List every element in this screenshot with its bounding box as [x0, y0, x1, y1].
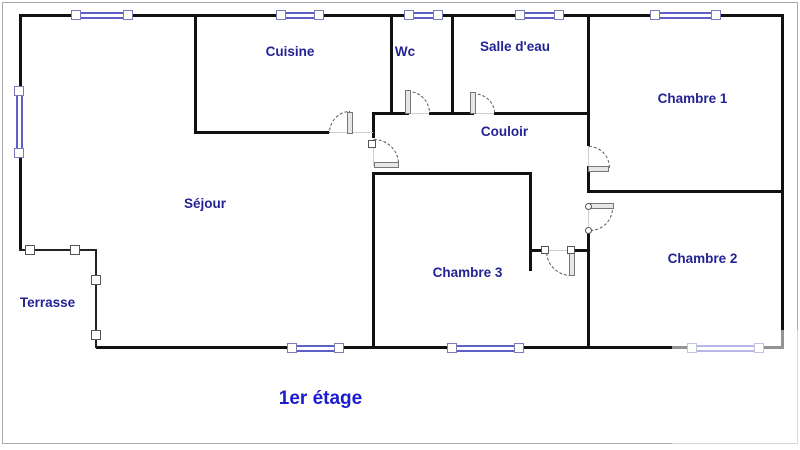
window-icon	[71, 10, 133, 21]
wall-couloir-top	[429, 112, 474, 115]
wall-chambre2-left	[587, 231, 590, 348]
wall-exterior-right	[781, 14, 784, 349]
terrasse-post-icon	[91, 275, 101, 285]
room-label-wc: Wc	[394, 44, 416, 59]
room-label-salle-deau: Salle d'eau	[480, 39, 550, 54]
image-border-frame	[2, 2, 798, 444]
door-threshold	[474, 113, 494, 114]
door-leaf-icon	[589, 203, 614, 209]
door-hinge-post	[541, 246, 549, 254]
door-hinge-dot	[585, 227, 592, 234]
wall-terrasse-right	[95, 249, 97, 348]
wall-cuisine-left	[194, 15, 197, 133]
door-threshold	[373, 138, 374, 166]
window-icon	[515, 10, 564, 21]
room-label-sejour: Séjour	[183, 196, 226, 211]
door-leaf-icon	[374, 162, 399, 168]
wall-couloir-top	[494, 112, 589, 115]
wall-exterior-top	[19, 14, 783, 17]
door-threshold	[588, 207, 589, 231]
wall-chambre3-top	[372, 172, 531, 175]
wall-chambre3-entry-right	[571, 249, 589, 252]
door-leaf-icon	[347, 112, 353, 134]
wall-chambre1-left-lower	[587, 166, 590, 193]
plan-title: 1er étage	[278, 388, 363, 409]
door-hinge-dot	[585, 203, 592, 210]
window-icon	[447, 343, 524, 354]
window-icon	[287, 343, 344, 354]
wall-couloir-extension-west	[529, 172, 532, 271]
wall-terrasse-top	[19, 249, 97, 251]
door-threshold	[546, 250, 571, 251]
window-icon	[276, 10, 324, 21]
terrasse-post-icon	[70, 245, 80, 255]
door-leaf-icon	[405, 90, 411, 114]
door-leaf-icon	[470, 92, 476, 114]
window-icon	[14, 86, 25, 158]
door-threshold	[409, 113, 429, 114]
wall-wc-left	[390, 15, 393, 113]
room-label-chambre-3: Chambre 3	[432, 265, 503, 280]
wall-chambre1-chambre2-divider	[587, 190, 783, 193]
door-hinge-post	[567, 246, 575, 254]
window-icon	[404, 10, 443, 21]
room-label-couloir: Couloir	[480, 124, 529, 139]
window-icon	[650, 10, 721, 21]
wall-wc-right	[451, 15, 454, 113]
room-label-cuisine: Cuisine	[265, 44, 315, 59]
terrasse-post-icon	[25, 245, 35, 255]
wall-couloir-top	[372, 112, 409, 115]
terrasse-post-icon	[91, 330, 101, 340]
room-label-chambre-2: Chambre 2	[667, 251, 738, 266]
wall-cuisine-bottom	[194, 131, 329, 134]
wall-chambre1-left-upper	[587, 15, 590, 146]
wall-chambre3-left	[372, 172, 375, 348]
watermark-fade	[672, 330, 798, 444]
door-leaf-icon	[588, 166, 609, 172]
room-label-terrasse: Terrasse	[19, 295, 76, 310]
wall-sejour-door-stub	[372, 112, 375, 138]
wall-chambre3-entry-left	[529, 249, 546, 252]
wall-exterior-bottom	[96, 346, 784, 349]
room-label-chambre-1: Chambre 1	[657, 91, 728, 106]
